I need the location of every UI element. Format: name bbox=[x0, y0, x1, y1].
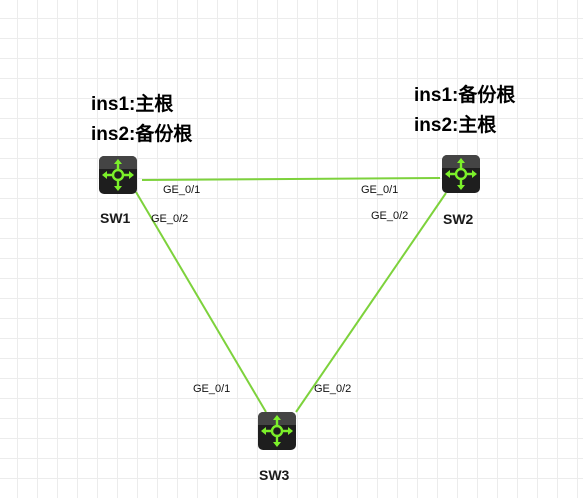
sw2-label: SW2 bbox=[443, 211, 474, 227]
port-label-sw1-to-sw3: GE_0/2 bbox=[151, 213, 189, 225]
port-label-sw3-to-sw2: GE_0/2 bbox=[314, 383, 352, 395]
sw3-label: SW3 bbox=[259, 467, 290, 483]
switch-router-icon bbox=[442, 155, 480, 193]
port-label-sw1-to-sw2: GE_0/1 bbox=[163, 184, 201, 196]
port-label-sw2-to-sw3: GE_0/2 bbox=[371, 210, 409, 222]
link-sw2-sw3 bbox=[295, 192, 447, 413]
device-sw1[interactable] bbox=[98, 155, 138, 195]
device-sw3[interactable] bbox=[257, 411, 297, 451]
sw1-note-instance1: ins1:主根 bbox=[91, 94, 174, 115]
link-sw1-sw2 bbox=[141, 177, 441, 181]
sw2-note-instance2: ins2:主根 bbox=[414, 115, 497, 136]
sw1-note-instance2: ins2:备份根 bbox=[91, 124, 193, 145]
link-sw1-sw3 bbox=[135, 191, 267, 413]
port-label-sw2-to-sw1: GE_0/1 bbox=[361, 184, 399, 196]
sw1-label: SW1 bbox=[100, 210, 131, 226]
port-label-sw3-to-sw1: GE_0/1 bbox=[193, 383, 231, 395]
device-sw2[interactable] bbox=[441, 154, 481, 194]
switch-router-icon bbox=[258, 412, 296, 450]
switch-router-icon bbox=[99, 156, 137, 194]
sw2-note-instance1: ins1:备份根 bbox=[414, 85, 516, 106]
